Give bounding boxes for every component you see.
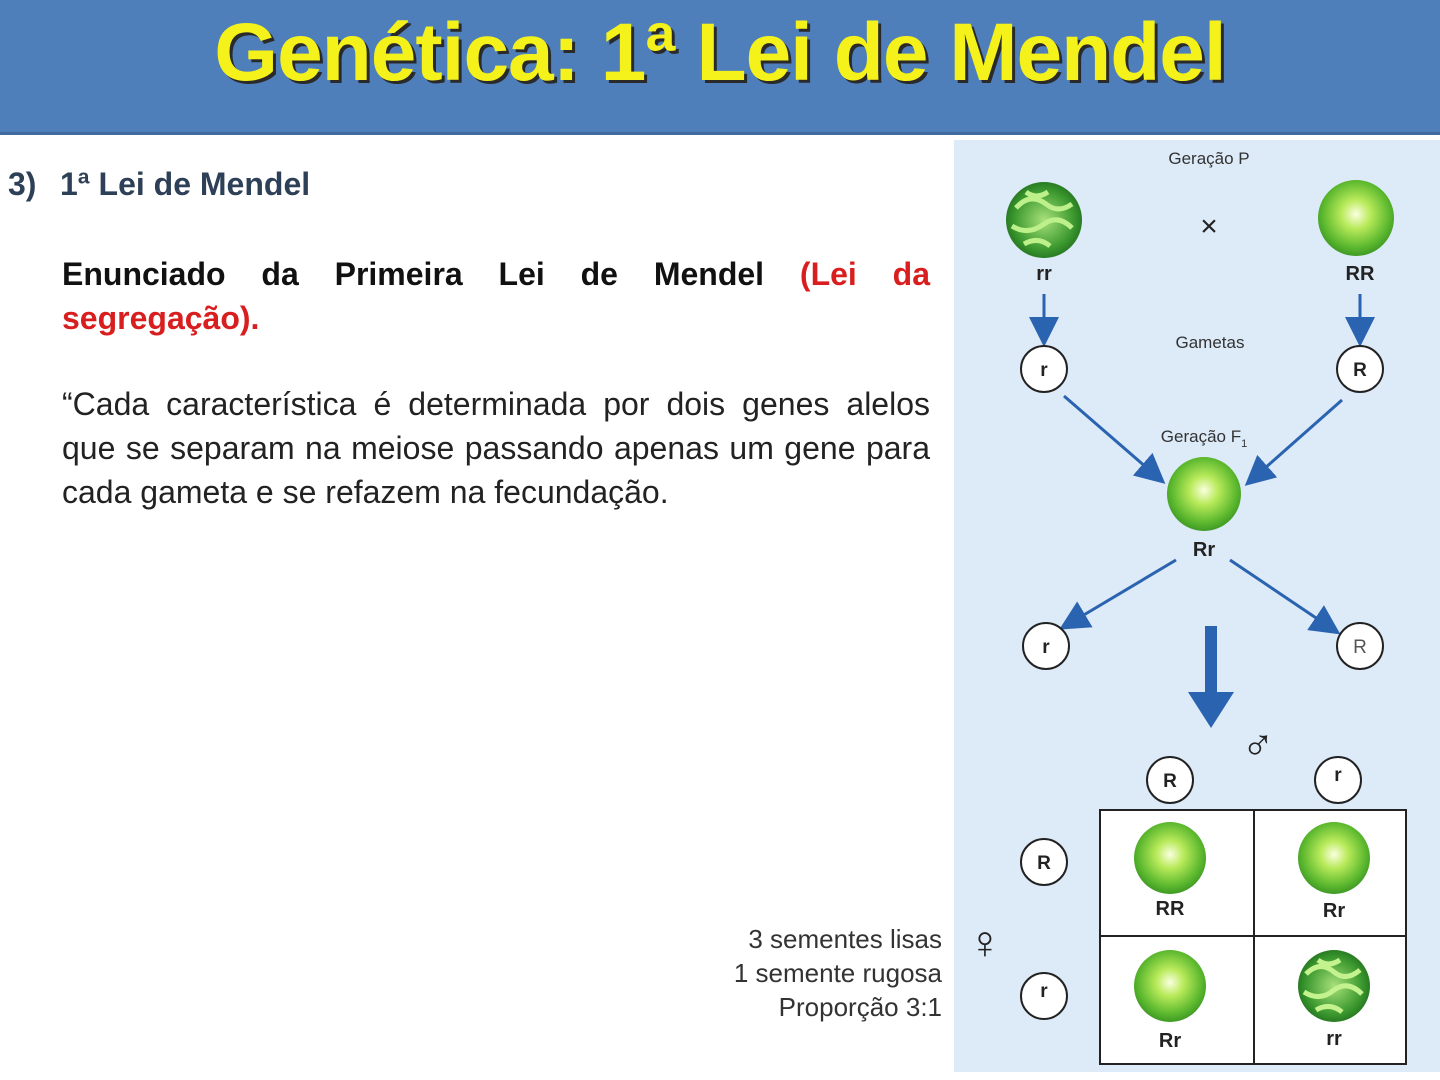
slide-title: Genética: 1ª Lei de Mendel — [214, 7, 1226, 98]
diagram-svg: Geração P × rr RR Gametas r R Geração F1… — [968, 149, 1407, 1065]
punnett-cell-1: RR — [1156, 898, 1185, 920]
f1-gamete-left: r — [1042, 637, 1050, 658]
label-gametes: Gametas — [1176, 333, 1245, 352]
law-statement: Enunciado da Primeira Lei de Mendel (Lei… — [62, 252, 930, 340]
female-gamete-2: r — [1040, 981, 1048, 1002]
male-gamete-2: r — [1334, 765, 1342, 786]
summary-ratio: Proporção 3:1 — [778, 992, 942, 1022]
f1-gamete-right: R — [1353, 637, 1367, 658]
cross-symbol: × — [1200, 210, 1218, 243]
male-gamete-circle-1 — [1146, 756, 1194, 804]
section-title: 1ª Lei de Mendel — [60, 166, 311, 202]
male-gamete-1: R — [1163, 771, 1177, 792]
section-number: 3) — [8, 166, 37, 202]
title-bar: Genética: 1ª Lei de Mendel — [0, 0, 1440, 135]
statement-highlight: (Lei da segregação). — [62, 256, 931, 336]
gamete-circle-right — [1336, 345, 1384, 393]
label-generation-f1: Geração F1 — [1161, 427, 1247, 450]
summary-smooth: 3 sementes lisas — [748, 924, 942, 954]
gamete-right: R — [1353, 360, 1367, 381]
female-gamete-circle-2 — [1020, 972, 1068, 1020]
arrow-f1-gamete-left — [1059, 558, 1177, 630]
parent-genotype-right: RR — [1346, 263, 1375, 285]
f1-gamete-circle-left — [1022, 622, 1070, 670]
female-gamete-circle-1 — [1020, 838, 1068, 886]
punnett-cell-3: Rr — [1159, 1030, 1181, 1052]
arrow-f1-gamete-right — [1229, 558, 1341, 635]
ratio-summary: 3 sementes lisas 1 semente rugosa Propor… — [680, 922, 942, 1024]
pea-wrinkled-icon — [1298, 950, 1370, 1022]
summary-wrinkled: 1 semente rugosa — [733, 958, 942, 988]
punnett-cell-2: Rr — [1323, 900, 1345, 922]
big-down-arrow-icon — [1188, 626, 1234, 728]
male-gamete-circle-2 — [1314, 756, 1362, 804]
male-symbol-icon: ♂ — [1242, 721, 1275, 770]
female-gamete-1: R — [1037, 853, 1051, 874]
label-generation-p: Geração P — [1168, 149, 1249, 168]
arrow-to-f1-left — [1063, 394, 1166, 484]
pea-rr-het-2-icon — [1134, 950, 1206, 1022]
f1-pea-icon — [1167, 457, 1241, 531]
mendel-diagram: Geração P × rr RR Gametas r R Geração F1… — [954, 140, 1440, 1072]
wrinkled-pea-icon — [1006, 182, 1082, 258]
pea-rr-dominant-icon — [1134, 822, 1206, 894]
pea-rr-het-icon — [1298, 822, 1370, 894]
smooth-pea-icon — [1318, 180, 1394, 256]
female-symbol-icon: ♀ — [968, 916, 1003, 968]
f1-gamete-circle-right — [1336, 622, 1384, 670]
punnett-cell-4: rr — [1326, 1028, 1342, 1050]
law-quote: “Cada característica é determinada por d… — [62, 386, 930, 510]
gamete-left: r — [1040, 360, 1048, 381]
punnett-square: RR Rr Rr rr — [1099, 809, 1407, 1065]
parent-genotype-left: rr — [1036, 263, 1052, 285]
arrow-to-f1-right — [1244, 398, 1343, 486]
statement-text: Enunciado da Primeira Lei de Mendel — [62, 256, 800, 292]
gamete-circle-left — [1020, 345, 1068, 393]
f1-genotype: Rr — [1193, 539, 1215, 561]
